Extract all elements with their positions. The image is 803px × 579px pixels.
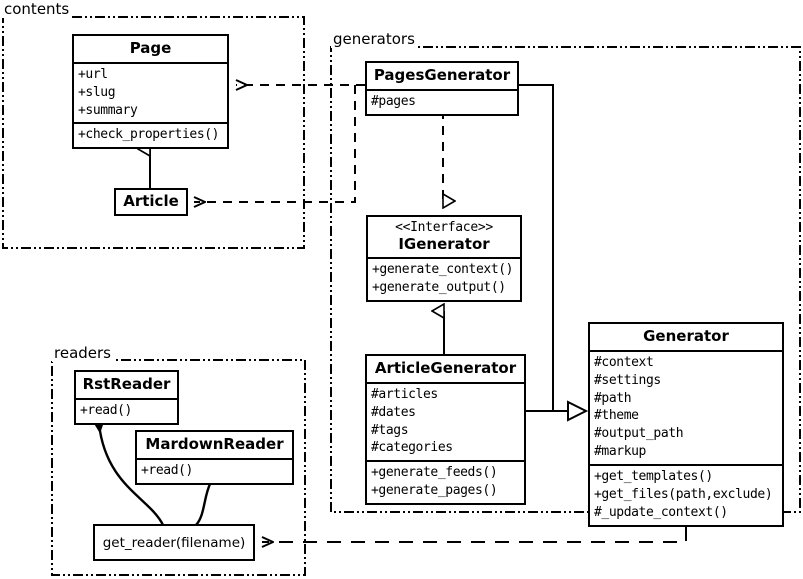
function-box-get-reader[interactable]: get_reader(filename) bbox=[93, 524, 255, 561]
class-operation: +get_files(path,exclude) bbox=[594, 486, 773, 502]
package-label-contents: contents bbox=[2, 0, 72, 18]
class-title-band-page: Page bbox=[74, 36, 227, 64]
class-operation: +check_properties() bbox=[78, 127, 220, 143]
class-attributes-band-generator: #context #settings #path #theme #output_… bbox=[590, 352, 782, 466]
class-name-article: Article bbox=[123, 192, 179, 210]
class-attribute: #markup bbox=[594, 444, 646, 460]
class-box-page[interactable]: Page +url +slug +summary +check_properti… bbox=[72, 34, 229, 150]
class-attribute: #output_path bbox=[594, 426, 684, 442]
class-box-generator[interactable]: Generator #context #settings #path #them… bbox=[588, 322, 784, 527]
class-title-band-rst-reader: RstReader bbox=[76, 372, 177, 400]
class-name-rst-reader: RstReader bbox=[82, 375, 171, 393]
class-name-mardown-reader: MardownReader bbox=[145, 435, 284, 453]
class-box-article-generator[interactable]: ArticleGenerator #articles #dates #tags … bbox=[365, 354, 526, 505]
class-attribute: +url bbox=[78, 66, 108, 82]
class-name-pages-generator: PagesGenerator bbox=[373, 66, 511, 84]
class-box-igenerator[interactable]: <<Interface>> IGenerator +generate_conte… bbox=[366, 215, 522, 303]
class-operation: +read() bbox=[80, 402, 132, 418]
class-attribute: +slug bbox=[78, 84, 116, 100]
class-operations-band-rst-reader: +read() bbox=[76, 400, 177, 423]
function-label-get-reader: get_reader(filename) bbox=[102, 534, 246, 551]
class-name-igenerator: <<Interface>> IGenerator bbox=[368, 217, 520, 257]
class-attribute: #articles bbox=[371, 386, 438, 402]
class-name-generator: Generator bbox=[643, 327, 729, 345]
class-title-band-generator: Generator bbox=[590, 324, 782, 352]
class-operation: +generate_feeds() bbox=[371, 465, 498, 481]
class-title-band-article-generator: ArticleGenerator bbox=[367, 356, 524, 384]
package-label-readers: readers bbox=[52, 344, 113, 362]
class-operation: +get_templates() bbox=[594, 468, 713, 484]
class-operation: +generate_context() bbox=[372, 262, 514, 278]
class-operation: +generate_output() bbox=[372, 280, 506, 296]
class-title-band-article: Article bbox=[116, 190, 186, 213]
class-attribute: #path bbox=[594, 390, 632, 406]
relation-pagesgenerator-aggregates-generator bbox=[519, 84, 589, 422]
class-attribute: #theme bbox=[594, 408, 639, 424]
class-operation: +generate_pages() bbox=[371, 483, 498, 499]
class-operation: +read() bbox=[141, 462, 193, 478]
class-operations-band-article-generator: +generate_feeds() +generate_pages() bbox=[367, 462, 524, 503]
class-attribute: #tags bbox=[371, 422, 409, 438]
package-label-generators: generators bbox=[331, 30, 417, 48]
class-attribute: #settings bbox=[594, 372, 661, 388]
class-title-band-igenerator: <<Interface>> IGenerator bbox=[368, 217, 520, 260]
class-attributes-band-pages-generator: #pages bbox=[367, 91, 517, 114]
class-operations-band-generator: +get_templates() +get_files(path,exclude… bbox=[590, 466, 782, 525]
class-box-pages-generator[interactable]: PagesGenerator #pages bbox=[365, 61, 519, 116]
class-attribute: +summary bbox=[78, 102, 138, 118]
class-name-article-generator: ArticleGenerator bbox=[374, 359, 517, 377]
class-name-text-igenerator: IGenerator bbox=[398, 234, 490, 253]
class-operations-band-page: +check_properties() bbox=[74, 124, 227, 147]
class-attributes-band-article-generator: #articles #dates #tags #categories bbox=[367, 384, 524, 463]
class-operations-band-mardown-reader: +read() bbox=[137, 460, 292, 483]
class-title-band-pages-generator: PagesGenerator bbox=[367, 63, 517, 91]
class-attribute: #categories bbox=[371, 440, 453, 456]
class-stereotype-igenerator: <<Interface>> bbox=[395, 220, 493, 235]
class-operation: #_update_context() bbox=[594, 504, 728, 520]
class-name-page: Page bbox=[129, 39, 172, 57]
class-box-rst-reader[interactable]: RstReader +read() bbox=[74, 370, 179, 425]
class-box-mardown-reader[interactable]: MardownReader +read() bbox=[135, 430, 294, 485]
class-attribute: #context bbox=[594, 354, 654, 370]
class-title-band-mardown-reader: MardownReader bbox=[137, 432, 292, 460]
class-attribute: #dates bbox=[371, 404, 416, 420]
class-box-article[interactable]: Article bbox=[114, 188, 188, 216]
class-attribute: #pages bbox=[371, 93, 416, 109]
class-operations-band-igenerator: +generate_context() +generate_output() bbox=[368, 259, 520, 300]
class-attributes-band-page: +url +slug +summary bbox=[74, 64, 227, 125]
